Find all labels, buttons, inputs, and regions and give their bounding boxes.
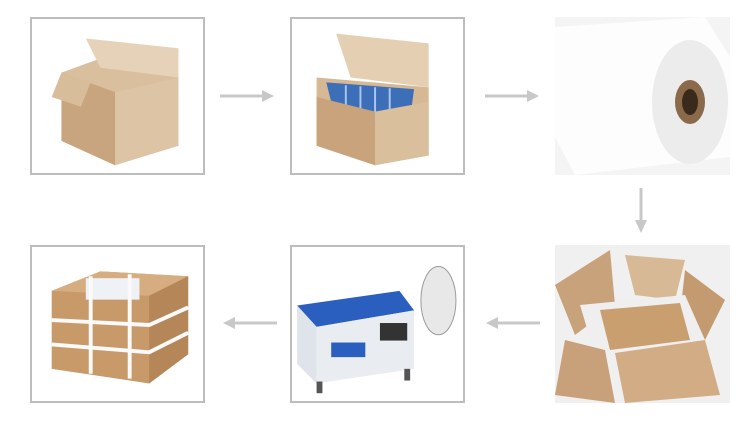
arrow-right-icon <box>485 90 539 102</box>
product-in-carton-icon <box>316 33 429 166</box>
step-packed-carton <box>555 245 730 403</box>
step-foam-roll <box>555 17 730 175</box>
step-strapped-carton <box>30 245 205 403</box>
empty-carton-icon <box>51 38 179 166</box>
foam-roll-icon <box>555 17 730 175</box>
strapping-machine-icon <box>297 266 457 394</box>
step-empty-carton <box>30 17 205 175</box>
arrow-right-icon <box>220 90 274 102</box>
strapped-carton-icon <box>51 271 190 384</box>
arrow-left-icon <box>223 317 277 329</box>
arrow-left-icon <box>486 317 540 329</box>
step-strapping-machine <box>290 245 465 403</box>
packed-carton-icon <box>555 245 730 403</box>
arrow-down-icon <box>635 188 647 233</box>
step-product-in-carton <box>290 17 465 175</box>
